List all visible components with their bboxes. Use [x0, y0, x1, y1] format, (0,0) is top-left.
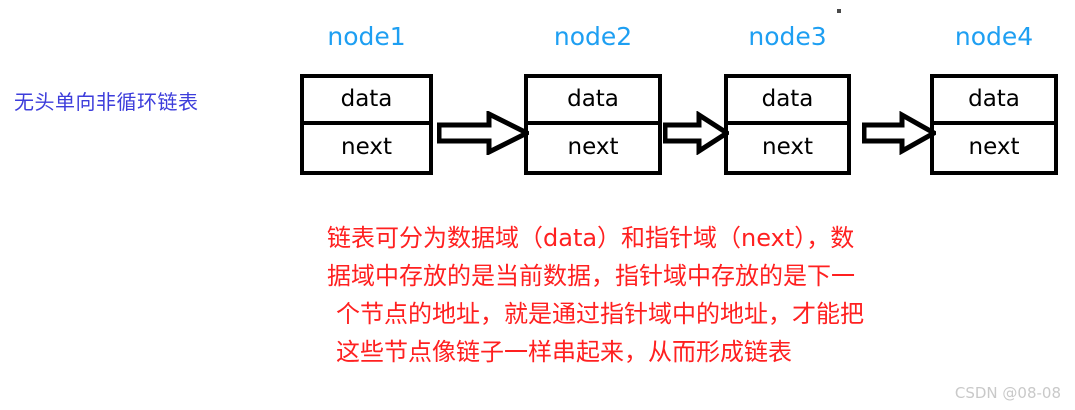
arrow-node3-to-node4-icon: [862, 111, 936, 155]
csdn-watermark: CSDN @08-08: [954, 384, 1061, 402]
node-box-4: data next: [930, 74, 1058, 175]
image-speck-artifact: [837, 9, 841, 13]
node-label-3: node3: [748, 22, 827, 51]
node-label-1: node1: [327, 22, 406, 51]
arrow-node1-to-node2-icon: [437, 111, 529, 155]
node-2-data-field: data: [528, 78, 658, 125]
caption-line-2: 据域中存放的是当前数据，指针域中存放的是下一: [327, 262, 855, 290]
node-3-data-field: data: [728, 78, 847, 125]
explanation-caption: 链表可分为数据域（data）和指针域（next），数 据域中存放的是当前数据，指…: [327, 219, 977, 371]
node-1-data-field: data: [304, 78, 429, 125]
node-4-data-field: data: [934, 78, 1054, 125]
caption-line-1: 链表可分为数据域（data）和指针域（next），数: [327, 224, 855, 252]
caption-line-4: 这些节点像链子一样串起来，从而形成链表: [336, 338, 792, 366]
node-2-next-field: next: [567, 134, 619, 161]
node-3-next-field: next: [762, 134, 813, 161]
node-label-2: node2: [553, 22, 633, 51]
node-4-next-field: next: [968, 134, 1020, 161]
arrow-node2-to-node3-icon: [663, 111, 729, 155]
node-box-1: data next: [300, 74, 433, 175]
list-type-label: 无头单向非循环链表: [14, 90, 199, 114]
node-label-4: node4: [954, 22, 1034, 51]
caption-line-3: 个节点的地址，就是通过指针域中的地址，才能把: [336, 300, 864, 328]
node-1-next-field: next: [341, 134, 392, 161]
node-box-3: data next: [724, 74, 851, 175]
node-box-2: data next: [524, 74, 662, 175]
